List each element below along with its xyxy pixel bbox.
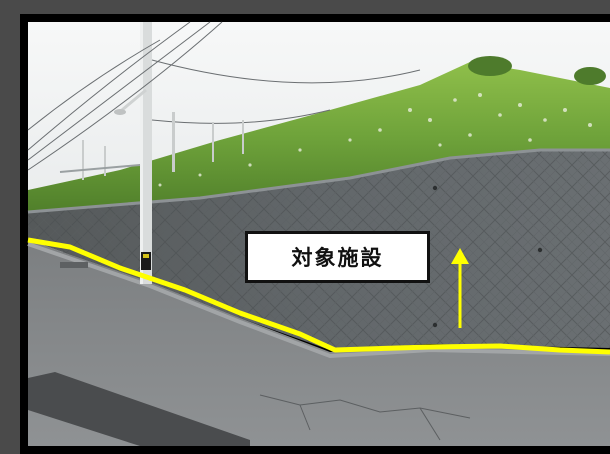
grass-flowers [158, 93, 592, 187]
wall-top-edge [27, 148, 610, 214]
facility-label-box: 対象施設 [245, 231, 430, 283]
curb [27, 242, 610, 359]
street-lamp-arm [121, 88, 147, 112]
bush [468, 56, 512, 76]
pole-sign-stripe [143, 254, 149, 258]
pole-sign [141, 252, 151, 270]
utility-pole-highlight [140, 22, 143, 284]
drain-holes [432, 185, 543, 328]
distant-fence [59, 164, 141, 173]
road-patch [60, 262, 88, 268]
facility-label: 対象施設 [291, 246, 384, 270]
road-cracks [259, 394, 471, 441]
road [28, 240, 610, 446]
facility-highlight-line [27, 237, 610, 355]
distant-poles [82, 112, 244, 180]
up-arrow-icon [451, 248, 469, 328]
bush [574, 67, 606, 85]
road-drain [28, 372, 250, 446]
power-lines [27, 21, 421, 171]
street-lamp [114, 109, 126, 115]
